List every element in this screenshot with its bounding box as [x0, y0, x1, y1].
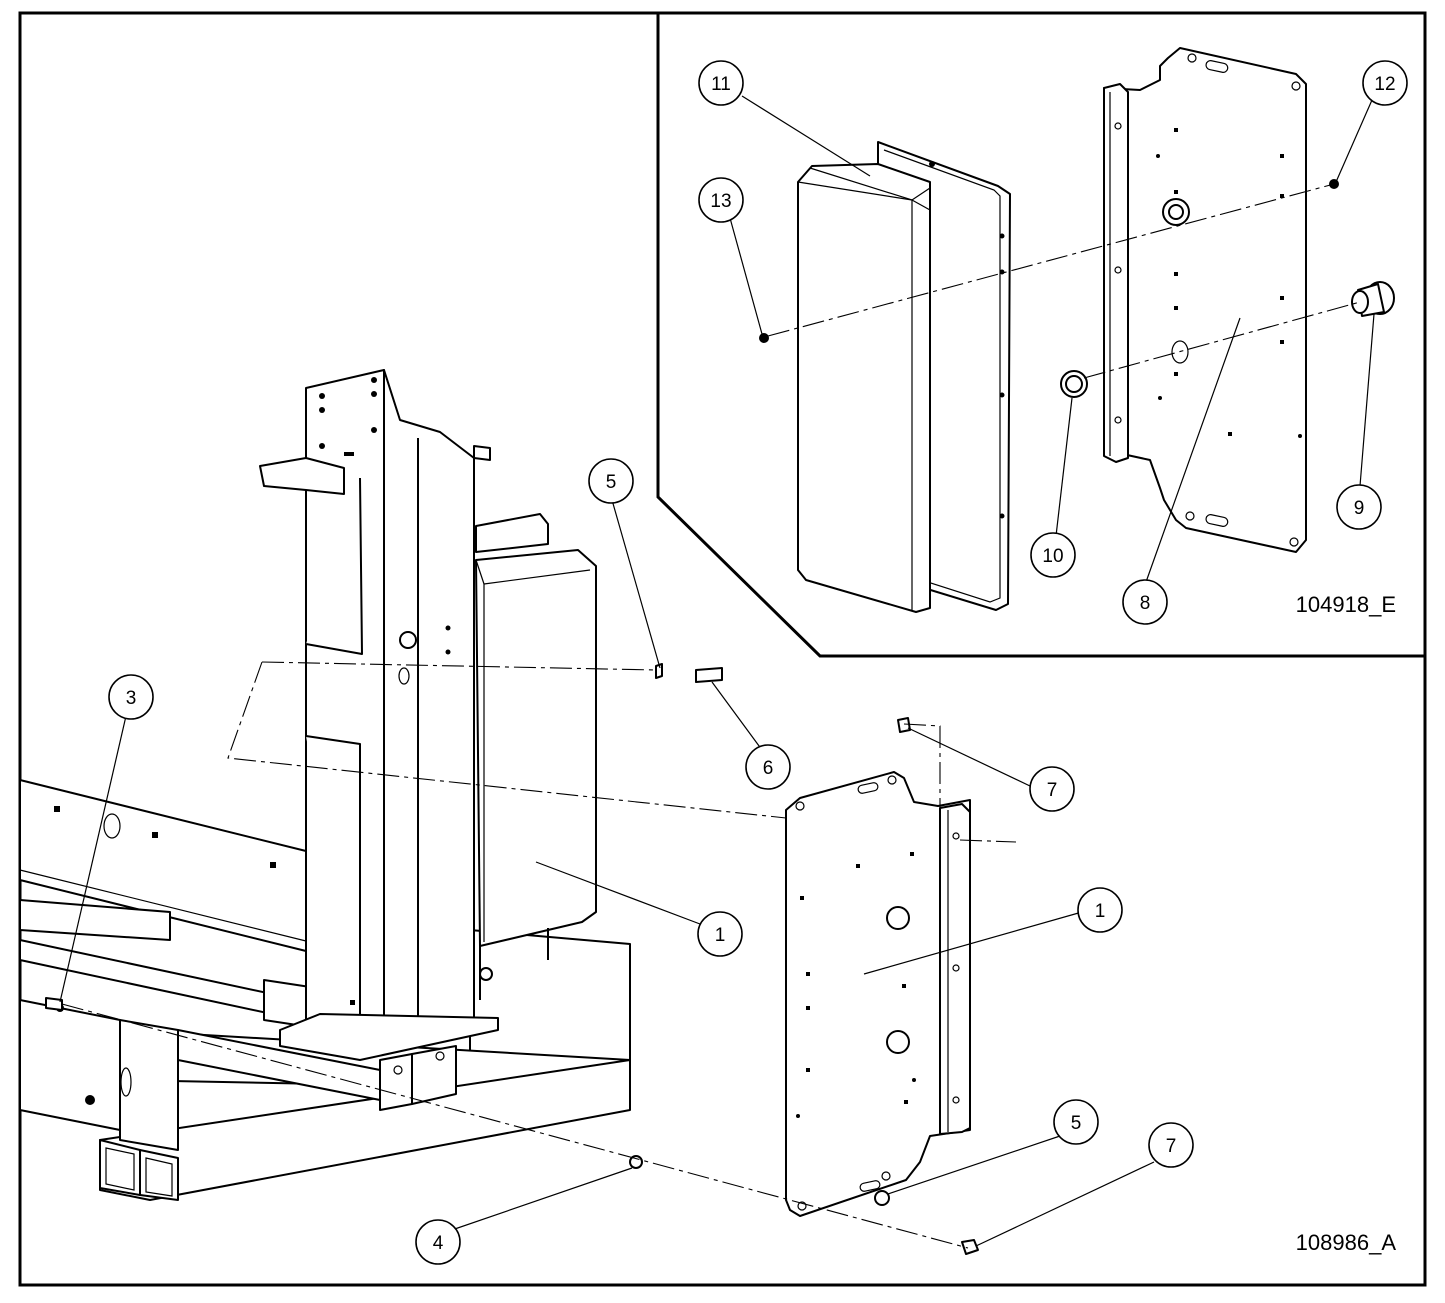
svg-text:13: 13 [710, 191, 731, 212]
svg-text:1: 1 [1095, 901, 1106, 922]
svg-text:9: 9 [1354, 498, 1365, 519]
callout-5-top: 5 [588, 458, 634, 504]
cable-gland [1351, 281, 1395, 317]
upright-column [259, 369, 499, 1111]
callout-6: 6 [745, 744, 791, 790]
svg-text:1: 1 [715, 925, 726, 946]
svg-text:3: 3 [126, 688, 137, 709]
callout-5-bottom: 5 [1053, 1099, 1099, 1145]
nut-item-7-top [897, 717, 911, 733]
mounting-plate-main [785, 771, 971, 1217]
callout-4: 4 [415, 1219, 461, 1265]
detail-inset-border [656, 13, 1425, 658]
enclosure-housing [797, 141, 1011, 613]
detail-drawing-number: 104918_E [1296, 592, 1396, 617]
svg-text:8: 8 [1140, 593, 1151, 614]
detail-inset [729, 47, 1395, 613]
nut-item-7-bottom [961, 1239, 979, 1255]
mounting-plate-detail [1103, 47, 1307, 553]
main-drawing-number: 108986_A [1296, 1230, 1397, 1255]
locknut [1060, 370, 1088, 398]
callout-11: 11 [698, 60, 744, 106]
washer-item-5 [874, 1190, 890, 1206]
callout-1-main: 1 [697, 911, 743, 957]
callout-8: 8 [1122, 579, 1168, 625]
main-assembly [19, 369, 1155, 1255]
svg-text:12: 12 [1374, 74, 1395, 95]
svg-text:5: 5 [606, 472, 617, 493]
callout-12: 12 [1362, 60, 1408, 106]
svg-text:7: 7 [1047, 780, 1058, 801]
enclosure-main [475, 513, 597, 1000]
callout-1-plate: 1 [1077, 887, 1123, 933]
base-frame [19, 779, 631, 1201]
callout-13: 13 [698, 177, 744, 223]
callout-7-top: 7 [1029, 766, 1075, 812]
svg-text:10: 10 [1042, 546, 1063, 567]
svg-text:7: 7 [1166, 1136, 1177, 1157]
svg-text:4: 4 [433, 1233, 444, 1254]
callout-9: 9 [1336, 484, 1382, 530]
callout-10: 10 [1030, 532, 1076, 578]
svg-text:5: 5 [1071, 1113, 1082, 1134]
outer-border [18, 11, 1427, 1287]
callout-3: 3 [108, 674, 154, 720]
screw-item-13 [759, 333, 769, 343]
callout-7-bottom: 7 [1148, 1122, 1194, 1168]
fasteners-main [45, 663, 979, 1255]
svg-text:11: 11 [711, 74, 731, 95]
svg-text:6: 6 [763, 758, 774, 779]
